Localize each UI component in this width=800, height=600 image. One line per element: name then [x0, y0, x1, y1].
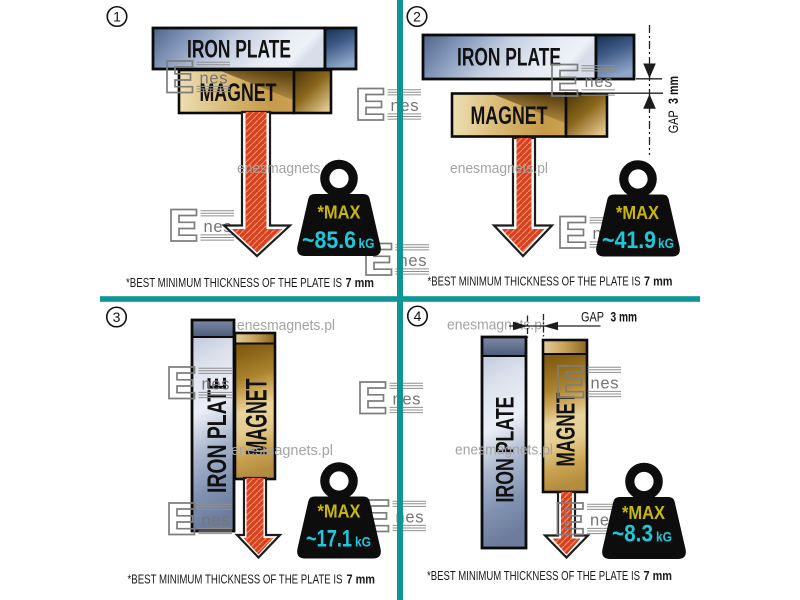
svg-text:enesmagnets.pl: enesmagnets.pl	[237, 317, 335, 334]
svg-text:1: 1	[113, 9, 121, 25]
svg-text:*BEST MINIMUM THICKNESS OF THE: *BEST MINIMUM THICKNESS OF THE PLATE IS	[126, 275, 342, 290]
svg-text:3 mm: 3 mm	[665, 76, 681, 104]
svg-text:*MAX: *MAX	[622, 502, 666, 523]
svg-text:IRON PLATE: IRON PLATE	[187, 36, 291, 64]
svg-text:enesmagnets.pl: enesmagnets.pl	[237, 160, 335, 177]
svg-text:*MAX: *MAX	[318, 501, 362, 522]
svg-text:~8.3: ~8.3	[612, 521, 653, 548]
svg-text:enesmagnets.pl: enesmagnets.pl	[450, 160, 548, 177]
svg-text:enesmagnets.pl: enesmagnets.pl	[447, 317, 545, 334]
svg-text:enesmagnets.pl: enesmagnets.pl	[455, 442, 553, 459]
svg-text:~17.1: ~17.1	[306, 526, 352, 553]
svg-text:enesmagnets.pl: enesmagnets.pl	[231, 442, 333, 459]
svg-text:GAP: GAP	[581, 309, 604, 325]
svg-text:7 mm: 7 mm	[347, 572, 376, 587]
svg-text:MAGNET: MAGNET	[471, 102, 548, 130]
svg-text:~85.6: ~85.6	[302, 227, 356, 254]
svg-text:7 mm: 7 mm	[346, 275, 375, 290]
svg-text:*MAX: *MAX	[616, 202, 660, 223]
svg-text:*MAX: *MAX	[318, 202, 362, 223]
svg-text:kG: kG	[656, 530, 672, 545]
svg-text:IRON PLATE: IRON PLATE	[492, 397, 520, 503]
svg-text:kG: kG	[355, 535, 371, 550]
svg-text:kG: kG	[359, 236, 375, 251]
svg-text:*BEST MINIMUM THICKNESS OF THE: *BEST MINIMUM THICKNESS OF THE PLATE IS	[128, 572, 343, 587]
svg-text:7 mm: 7 mm	[644, 274, 673, 289]
svg-text:MAGNET: MAGNET	[241, 379, 274, 456]
svg-text:IRON PLATE: IRON PLATE	[457, 44, 561, 72]
svg-text:kG: kG	[658, 236, 674, 251]
svg-text:GAP: GAP	[665, 110, 681, 133]
svg-text:3: 3	[113, 309, 121, 325]
svg-text:*BEST MINIMUM THICKNESS OF THE: *BEST MINIMUM THICKNESS OF THE PLATE IS	[428, 274, 641, 289]
svg-text:2: 2	[413, 9, 421, 25]
svg-text:4: 4	[414, 308, 422, 324]
svg-text:*BEST MINIMUM THICKNESS OF THE: *BEST MINIMUM THICKNESS OF THE PLATE IS	[427, 568, 640, 583]
svg-text:~41.9: ~41.9	[602, 227, 656, 254]
svg-text:MAGNET: MAGNET	[551, 392, 581, 466]
svg-text:3 mm: 3 mm	[611, 309, 638, 325]
svg-text:7 mm: 7 mm	[644, 568, 673, 583]
svg-text:IRON PLATE: IRON PLATE	[202, 377, 232, 493]
